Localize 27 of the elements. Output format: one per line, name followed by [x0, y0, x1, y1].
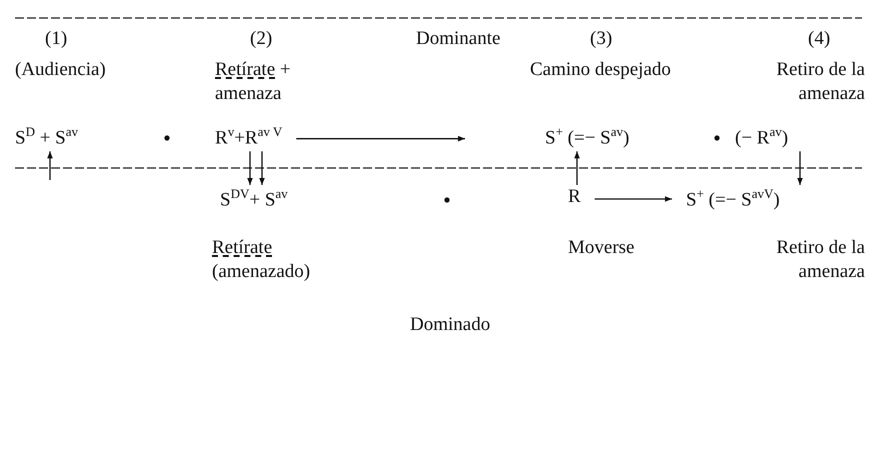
column-number: (2) [250, 28, 272, 50]
formula-term: S$^{D}$ + S$^{av}$ [15, 124, 78, 150]
arrow [594, 196, 672, 202]
arrow [47, 151, 53, 180]
arrow [259, 151, 265, 185]
formula-term: S$^{DV}$+ S$^{av}$ [220, 186, 288, 212]
caption-text: Retírate + amenaza [215, 58, 292, 106]
caption-text: Retírate (amenazado) [212, 236, 312, 284]
arrow [296, 136, 465, 142]
arrow [797, 151, 803, 185]
caption-text: Moverse [568, 236, 636, 260]
caption-text: (Audiencia) [15, 58, 107, 82]
column-number: (3) [590, 28, 612, 50]
arrow [574, 151, 580, 185]
column-number: (4) [808, 28, 830, 50]
caption-text: Retiro de la amenaza [775, 58, 865, 106]
column-number: (1) [45, 28, 68, 50]
caption-text: Retiro de la amenaza [775, 236, 865, 284]
caption-text: Camino despejado [530, 58, 672, 82]
formula-term: S$^{+}$ (=− S$^{av}$) [545, 124, 630, 150]
formula-term: S$^{+}$ (=− S$^{avV}$) [686, 186, 780, 212]
row-heading: Dominado [410, 314, 490, 336]
row-heading: Dominante [416, 28, 500, 50]
formula-term: R [568, 186, 581, 208]
formula-term: R$^{v}$+R$^{av V}$ [215, 124, 282, 150]
formula-term: (− R$^{av}$) [735, 124, 788, 150]
arrow [247, 151, 253, 185]
